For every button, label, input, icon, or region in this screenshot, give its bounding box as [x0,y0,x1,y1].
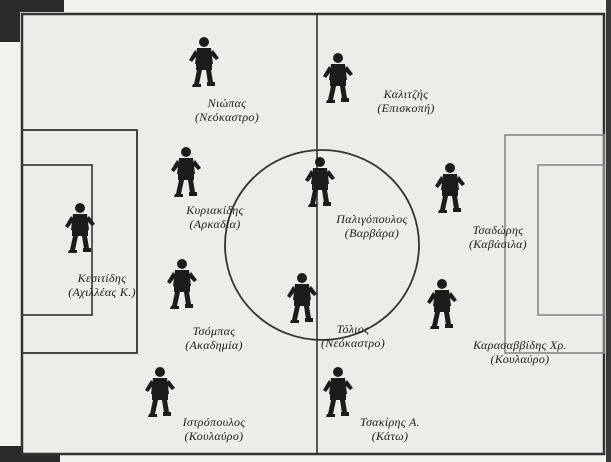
player-name: Τόλιος [336,322,370,336]
player-name: Τσόμπας [192,324,236,338]
player-figure-icon [323,53,353,103]
dark-edge-left [0,12,20,42]
player-label-tsompas: Τσόμπας (Ακαδημία) [185,324,243,352]
player-name: Ιστρόπουλος [182,415,246,429]
player-label-paligopoulos: Παλιγόπουλος (Βαρβάρα) [336,212,407,240]
player-team: (Επισκοπή) [377,101,435,115]
pitch-boundary [20,12,606,456]
player-name: Κυριακίδης [186,203,244,217]
player-team: (Κάτω) [371,429,409,443]
player-label-tolios: Τόλιος (Νεόκαστρο) [321,322,385,350]
player-team: (Βαρβάρα) [344,226,400,240]
dark-corner-top-left [0,0,64,12]
player-figure-icon [65,203,95,253]
player-team: (Αχιλλέας Κ.) [68,285,136,299]
player-name: Νιώπας [207,96,247,110]
player-team: (Ακαδημία) [185,338,243,352]
player-label-karasavvidis: Καρασαββίδης Χρ. (Κουλαύρο) [473,338,567,366]
player-figure-icon [145,367,175,417]
player-label-niopas: Νιώπας (Νεόκαστρο) [195,96,259,124]
player-label-kalitzis: Καλιτζής (Επισκοπή) [377,87,434,115]
player-name: Τσακίρης Α. [360,415,420,429]
player-figure-icon [323,367,353,417]
player-figure-icon [189,37,219,87]
player-label-tsakiris: Τσακίρης Α. (Κάτω) [360,415,420,443]
player-team: (Καβάσιλα) [469,237,527,251]
player-figure-icon [435,163,465,213]
player-label-kyriakidis: Κυριακίδης (Αρκαδία) [186,203,243,231]
dark-edge-right [606,0,611,462]
right-goal-area [537,164,605,316]
player-figure-icon [427,279,457,329]
center-circle [224,149,420,341]
left-goal-area [21,164,93,316]
player-team: (Κουλαύρο) [184,429,244,443]
player-name: Κεσιτίδης [77,271,127,285]
player-name: Καλιτζής [383,87,429,101]
player-team: (Νεόκαστρο) [194,110,260,124]
player-name: Παλιγόπουλος [336,212,408,226]
player-label-kesitidis: Κεσιτίδης (Αχιλλέας Κ.) [68,271,136,299]
player-name: Καρασαββίδης Χρ. [473,338,567,352]
player-name: Τσαδώρης [472,223,524,237]
player-figure-icon [287,273,317,323]
player-label-tsadoris: Τσαδώρης (Καβάσιλα) [469,223,527,251]
player-label-istropoulos: Ιστρόπουλος (Κουλαύρο) [183,415,246,443]
player-team: (Αρκαδία) [189,217,241,231]
player-figure-icon [167,259,197,309]
player-team: (Κουλαύρο) [490,352,550,366]
player-figure-icon [305,157,335,207]
player-figure-icon [171,147,201,197]
player-team: (Νεόκαστρο) [320,336,386,350]
